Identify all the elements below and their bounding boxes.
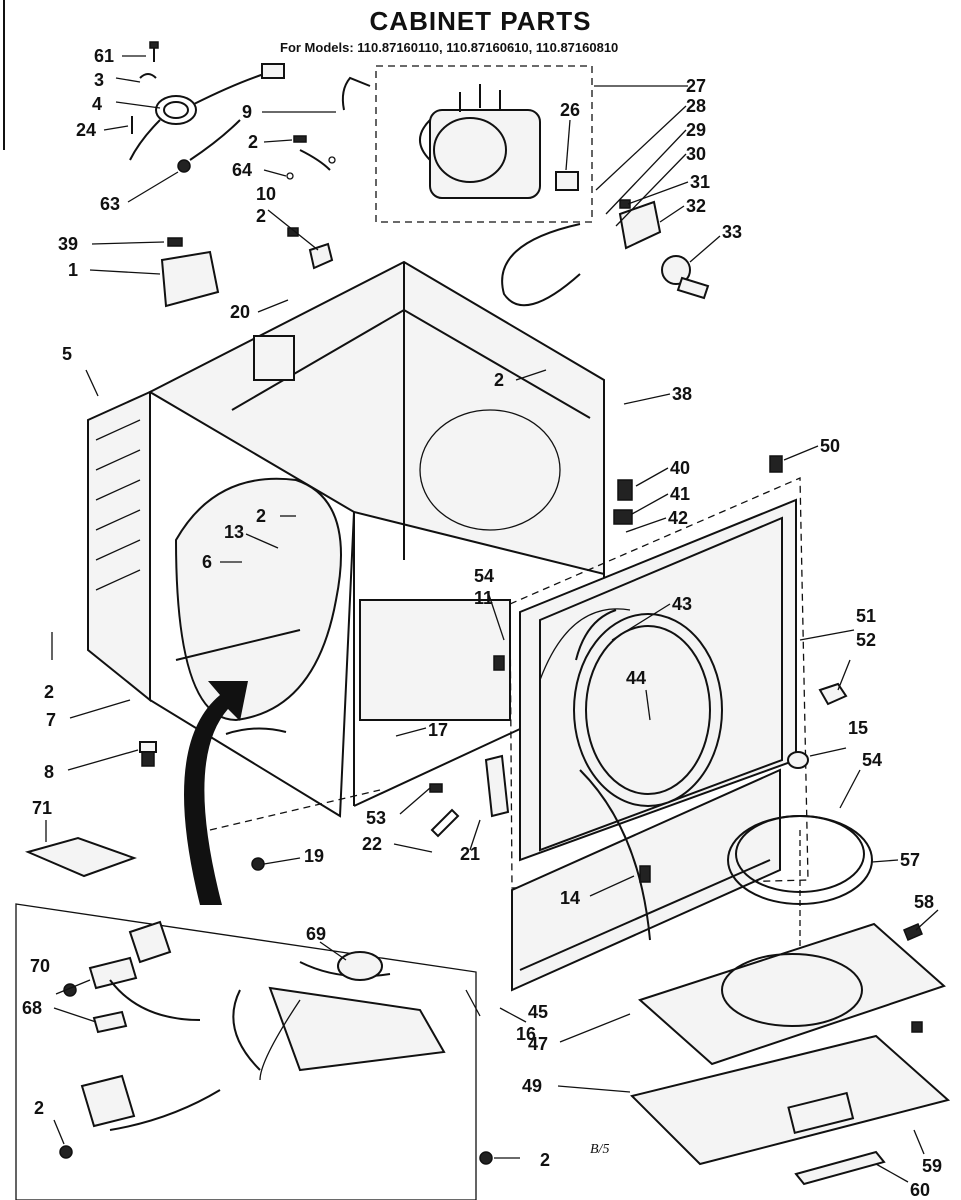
label-38: 38 <box>672 384 692 404</box>
label-54-b: 54 <box>862 750 882 770</box>
label-68: 68 <box>22 998 42 1018</box>
label-53: 53 <box>366 808 386 828</box>
part-50 <box>769 455 783 473</box>
knob-33 <box>661 255 710 300</box>
label-4: 4 <box>92 94 102 114</box>
label-2-e: 2 <box>44 682 54 702</box>
label-70: 70 <box>30 956 50 976</box>
label-24: 24 <box>76 120 96 140</box>
label-2-d: 2 <box>256 506 266 526</box>
foot-19 <box>251 857 265 871</box>
part-52 <box>818 682 848 706</box>
switch-41 <box>613 509 633 525</box>
switch-10 <box>287 227 334 270</box>
label-41: 41 <box>670 484 690 504</box>
label-51: 51 <box>856 606 876 626</box>
label-2-g: 2 <box>540 1150 550 1170</box>
switch-40 <box>617 479 633 501</box>
label-22: 22 <box>362 834 382 854</box>
label-52: 52 <box>856 630 876 650</box>
label-8: 8 <box>44 762 54 782</box>
label-20: 20 <box>230 302 250 322</box>
label-2-b: 2 <box>256 206 266 226</box>
label-33: 33 <box>722 222 742 242</box>
label-50: 50 <box>820 436 840 456</box>
label-3: 3 <box>94 70 104 90</box>
label-57: 57 <box>900 850 920 870</box>
spring-22 <box>430 808 460 838</box>
label-45: 45 <box>528 1002 548 1022</box>
label-2-f: 2 <box>34 1098 44 1118</box>
label-19: 19 <box>304 846 324 866</box>
side-panel-5 <box>87 390 151 703</box>
label-63: 63 <box>100 194 120 214</box>
label-9: 9 <box>242 102 252 122</box>
label-43: 43 <box>672 594 692 614</box>
switch-68-70 <box>59 920 221 1159</box>
label-1: 1 <box>68 260 78 280</box>
page-code: B/5 <box>590 1142 610 1157</box>
belt-29 <box>501 223 581 307</box>
label-26: 26 <box>560 100 580 120</box>
label-5: 5 <box>62 344 72 364</box>
wire-9 <box>341 76 371 111</box>
label-11: 11 <box>474 588 493 608</box>
label-42: 42 <box>668 508 688 528</box>
label-71: 71 <box>32 798 52 818</box>
strip-60 <box>794 1150 886 1186</box>
label-7: 7 <box>46 710 56 730</box>
label-30: 30 <box>686 144 706 164</box>
label-27: 27 <box>686 76 706 96</box>
label-13: 13 <box>224 522 244 542</box>
label-10: 10 <box>256 184 276 204</box>
label-21: 21 <box>460 844 480 864</box>
label-49: 49 <box>522 1076 542 1096</box>
label-16: 16 <box>516 1024 536 1044</box>
label-14: 14 <box>560 888 580 908</box>
part-26 <box>555 171 579 191</box>
bracket-1 <box>160 237 220 308</box>
motor-27 <box>419 84 541 199</box>
page-title: CABINET PARTS <box>369 6 592 36</box>
front-panel-51 <box>519 498 797 862</box>
hinge-21 <box>484 754 510 818</box>
label-15: 15 <box>848 718 868 738</box>
label-40: 40 <box>670 458 690 478</box>
bracket-32 <box>618 200 662 250</box>
label-69: 69 <box>306 924 326 944</box>
label-31: 31 <box>690 172 710 192</box>
label-17: 17 <box>428 720 448 740</box>
label-39: 39 <box>58 234 78 254</box>
harness-16 <box>232 951 446 1081</box>
label-44: 44 <box>626 668 646 688</box>
big-arrow <box>184 681 248 905</box>
foot-8 <box>139 741 157 767</box>
label-58: 58 <box>914 892 934 912</box>
label-59: 59 <box>922 1156 942 1176</box>
label-28: 28 <box>686 96 706 116</box>
label-47: 47 <box>528 1034 548 1054</box>
label-2-c: 2 <box>494 370 504 390</box>
cover-49 <box>630 1034 951 1166</box>
screw-64-group <box>286 135 336 180</box>
cabinet-body <box>147 260 605 818</box>
power-cord-group <box>129 41 285 173</box>
manual-71 <box>24 836 137 878</box>
label-32: 32 <box>686 196 706 216</box>
label-6: 6 <box>202 552 212 572</box>
models-subtitle: For Models: 110.87160110, 110.87160610, … <box>280 40 619 55</box>
plug-15 <box>787 751 809 769</box>
label-2-a: 2 <box>248 132 258 152</box>
label-61: 61 <box>94 46 114 66</box>
label-60: 60 <box>910 1180 930 1200</box>
bulkhead-47 <box>638 922 946 1066</box>
label-29: 29 <box>686 120 706 140</box>
label-54-a: 54 <box>474 566 494 586</box>
label-64: 64 <box>232 160 252 180</box>
